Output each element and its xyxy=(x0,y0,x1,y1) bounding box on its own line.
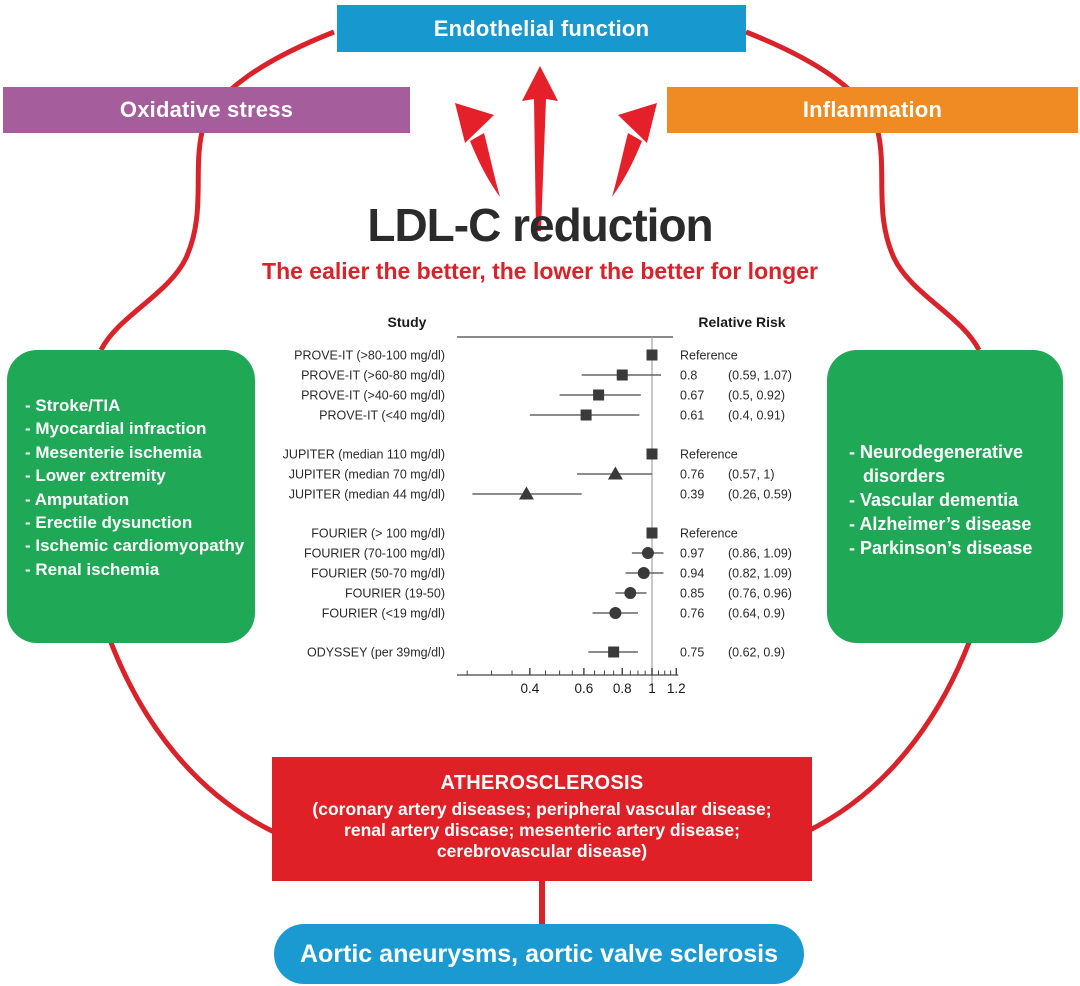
list-item: - Amputation xyxy=(25,489,130,509)
arc-bottom-right xyxy=(804,639,973,835)
svg-text:(0.64, 0.9): (0.64, 0.9) xyxy=(728,607,785,621)
svg-text:PROVE-IT (>40-60 mg/dl): PROVE-IT (>40-60 mg/dl) xyxy=(301,389,445,403)
svg-text:0.8: 0.8 xyxy=(613,681,632,696)
list-item: - Parkinson’s disease xyxy=(849,538,1033,558)
svg-text:(0.82, 1.09): (0.82, 1.09) xyxy=(728,567,792,581)
ischemic-complications-box: - Stroke/TIA - Myocardial infraction - Mes… xyxy=(7,350,255,643)
list-item: - Vascular dementia xyxy=(849,490,1019,510)
atherosclerosis-box: ATHEROSCLEROSIS (coronary artery disease… xyxy=(272,757,812,881)
list-item: - Ischemic cardiomyopathy xyxy=(25,536,245,556)
svg-text:0.6: 0.6 xyxy=(575,681,594,696)
svg-text:Study: Study xyxy=(388,314,427,330)
list-item: - Erectile dysunction xyxy=(25,513,193,533)
svg-text:ODYSSEY (per 39mg/dl): ODYSSEY (per 39mg/dl) xyxy=(307,646,445,660)
banner-endothelial-function: Endothelial function xyxy=(337,5,746,52)
svg-text:PROVE-IT (>60-80 mg/dl): PROVE-IT (>60-80 mg/dl) xyxy=(301,369,445,383)
svg-text:PROVE-IT (>80-100 mg/dl): PROVE-IT (>80-100 mg/dl) xyxy=(294,349,445,363)
banner-inflammation: Inflammation xyxy=(667,87,1078,133)
svg-text:0.4: 0.4 xyxy=(520,681,539,696)
svg-text:0.97: 0.97 xyxy=(680,547,704,561)
svg-text:0.94: 0.94 xyxy=(680,567,704,581)
svg-text:1.2: 1.2 xyxy=(667,681,686,696)
svg-text:FOURIER (50-70 mg/dl): FOURIER (50-70 mg/dl) xyxy=(311,567,445,581)
svg-text:0.85: 0.85 xyxy=(680,587,704,601)
list-item: - Stroke/TIA xyxy=(25,396,121,415)
svg-text:0.39: 0.39 xyxy=(680,488,704,502)
svg-text:FOURIER (19-50): FOURIER (19-50) xyxy=(345,587,445,601)
aortic-pill: Aortic aneurysms, aortic valve sclerosis xyxy=(274,924,804,984)
arc-top-left xyxy=(98,29,335,352)
atherosclerosis-line: cerebrovascular disease) xyxy=(436,841,648,861)
svg-text:JUPITER (median 110 mg/dl): JUPITER (median 110 mg/dl) xyxy=(283,448,445,462)
svg-text:Reference: Reference xyxy=(680,448,738,462)
svg-text:(0.59, 1.07): (0.59, 1.07) xyxy=(728,369,792,383)
list-item: - Myocardial infraction xyxy=(25,419,207,439)
banner-oxidative-stress: Oxidative stress xyxy=(3,87,410,133)
svg-text:PROVE-IT (<40 mg/dl): PROVE-IT (<40 mg/dl) xyxy=(319,409,445,423)
list-item: - Neurodegenerative disorders xyxy=(849,442,1024,486)
atherosclerosis-line: (coronary artery diseases; peripheral va… xyxy=(312,799,772,819)
svg-text:(0.62, 0.9): (0.62, 0.9) xyxy=(728,646,785,660)
svg-text:Reference: Reference xyxy=(680,349,738,363)
svg-text:0.76: 0.76 xyxy=(680,607,704,621)
arc-top-right xyxy=(745,29,982,352)
curved-arrow-right-icon xyxy=(612,103,657,197)
svg-text:(0.5, 0.92): (0.5, 0.92) xyxy=(728,389,785,403)
neurodegenerative-box: - Neurodegenerative disorders - Vascular … xyxy=(827,350,1063,643)
svg-text:0.61: 0.61 xyxy=(680,409,704,423)
atherosclerosis-title: ATHEROSCLEROSIS xyxy=(440,772,644,794)
svg-text:(0.86, 1.09): (0.86, 1.09) xyxy=(728,547,792,561)
svg-text:(0.57, 1): (0.57, 1) xyxy=(728,468,775,482)
svg-text:0.75: 0.75 xyxy=(680,646,704,660)
svg-text:0.8: 0.8 xyxy=(680,369,697,383)
svg-text:(0.76, 0.96): (0.76, 0.96) xyxy=(728,587,792,601)
svg-text:0.76: 0.76 xyxy=(680,468,704,482)
svg-text:Relative Risk: Relative Risk xyxy=(698,314,785,330)
svg-text:(0.26, 0.59): (0.26, 0.59) xyxy=(728,488,792,502)
arc-bottom-left xyxy=(107,639,276,835)
svg-text:1: 1 xyxy=(648,681,656,696)
list-item: - Alzheimer’s disease xyxy=(849,514,1032,534)
page-title: LDL-C reduction xyxy=(367,199,713,251)
up-arrow-center-icon xyxy=(522,66,558,231)
svg-text:0.67: 0.67 xyxy=(680,389,704,403)
page-subtitle: The ealier the better, the lower the bet… xyxy=(262,258,818,284)
svg-text:FOURIER (> 100 mg/dl): FOURIER (> 100 mg/dl) xyxy=(311,527,445,541)
list-item: - Lower extremity xyxy=(25,466,166,486)
svg-text:FOURIER (<19 mg/dl): FOURIER (<19 mg/dl) xyxy=(322,607,445,621)
svg-text:Reference: Reference xyxy=(680,527,738,541)
list-item: - Mesenterie ischemia xyxy=(25,442,202,462)
svg-text:JUPITER (median 44 mg/dl): JUPITER (median 44 mg/dl) xyxy=(289,488,445,502)
curved-arrow-left-icon xyxy=(455,103,500,197)
atherosclerosis-line: renal artery discase; mesenteric artery … xyxy=(344,820,740,840)
list-item: - Renal ischemia xyxy=(25,559,160,579)
svg-text:(0.4, 0.91): (0.4, 0.91) xyxy=(728,409,785,423)
svg-text:JUPITER (median 70 mg/dl): JUPITER (median 70 mg/dl) xyxy=(289,468,445,482)
svg-text:FOURIER (70-100 mg/dl): FOURIER (70-100 mg/dl) xyxy=(304,547,445,561)
